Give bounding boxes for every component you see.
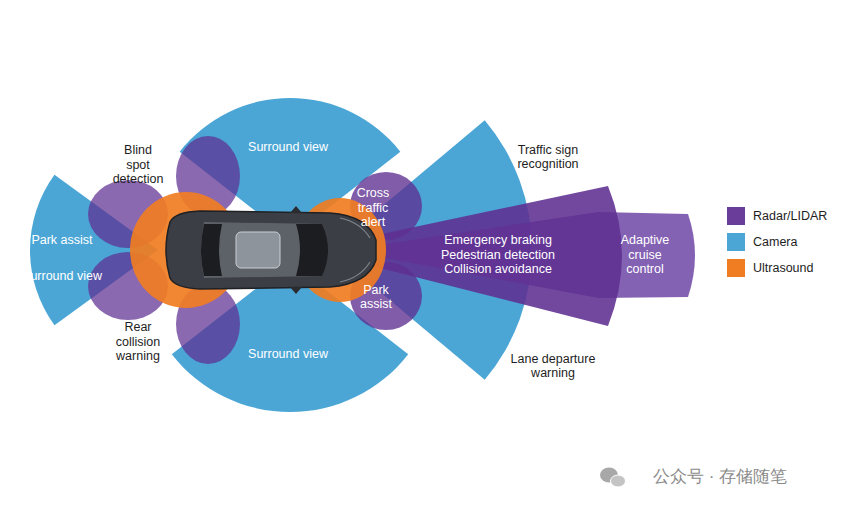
sensor-zone: Adaptive cruise control: [621, 233, 670, 276]
zone-label: Emergency braking: [418, 233, 578, 247]
legend-text: Ultrasound: [753, 261, 813, 275]
zone-label: Surround view: [22, 269, 102, 283]
zone-label: Surround view: [228, 140, 348, 154]
zone-label: Cross traffic alert: [357, 186, 390, 229]
sensor-zone: Surround view: [228, 140, 348, 154]
watermark: 公众号 · 存储随笔: [653, 467, 787, 487]
zone-label: Surround view: [228, 347, 348, 361]
zone-label: Pedestrian detection: [418, 248, 578, 262]
sensor-zone: Park assistSurround view: [22, 233, 102, 284]
legend-text: Camera: [753, 235, 797, 249]
legend-swatch: [727, 259, 745, 277]
legend-entry: Ultrasound: [727, 259, 813, 277]
zone-label: Park assist: [360, 283, 392, 312]
zone-label: Park assist: [22, 233, 102, 247]
sensor-zone: Cross traffic alert: [357, 186, 390, 229]
feature-label: Rear collision warning: [116, 320, 160, 363]
watermark-icon: [600, 468, 626, 488]
zone-label: Adaptive cruise control: [621, 233, 670, 276]
feature-label: Traffic sign recognition: [488, 143, 608, 172]
car-illustration: [166, 206, 376, 294]
feature-label: Blind spot detection: [113, 143, 164, 186]
zone-label: Collision avoidance: [418, 262, 578, 276]
legend-entry: Radar/LIDAR: [727, 207, 827, 225]
sensor-zone: Emergency brakingPedestrian detectionCol…: [418, 233, 578, 276]
sensor-zone: Surround view: [228, 347, 348, 361]
legend-swatch: [727, 233, 745, 251]
sensor-zone: Park assist: [360, 283, 392, 312]
legend-entry: Camera: [727, 233, 797, 251]
legend-swatch: [727, 207, 745, 225]
legend-text: Radar/LIDAR: [753, 209, 827, 223]
feature-label: Lane departure warning: [493, 352, 613, 381]
